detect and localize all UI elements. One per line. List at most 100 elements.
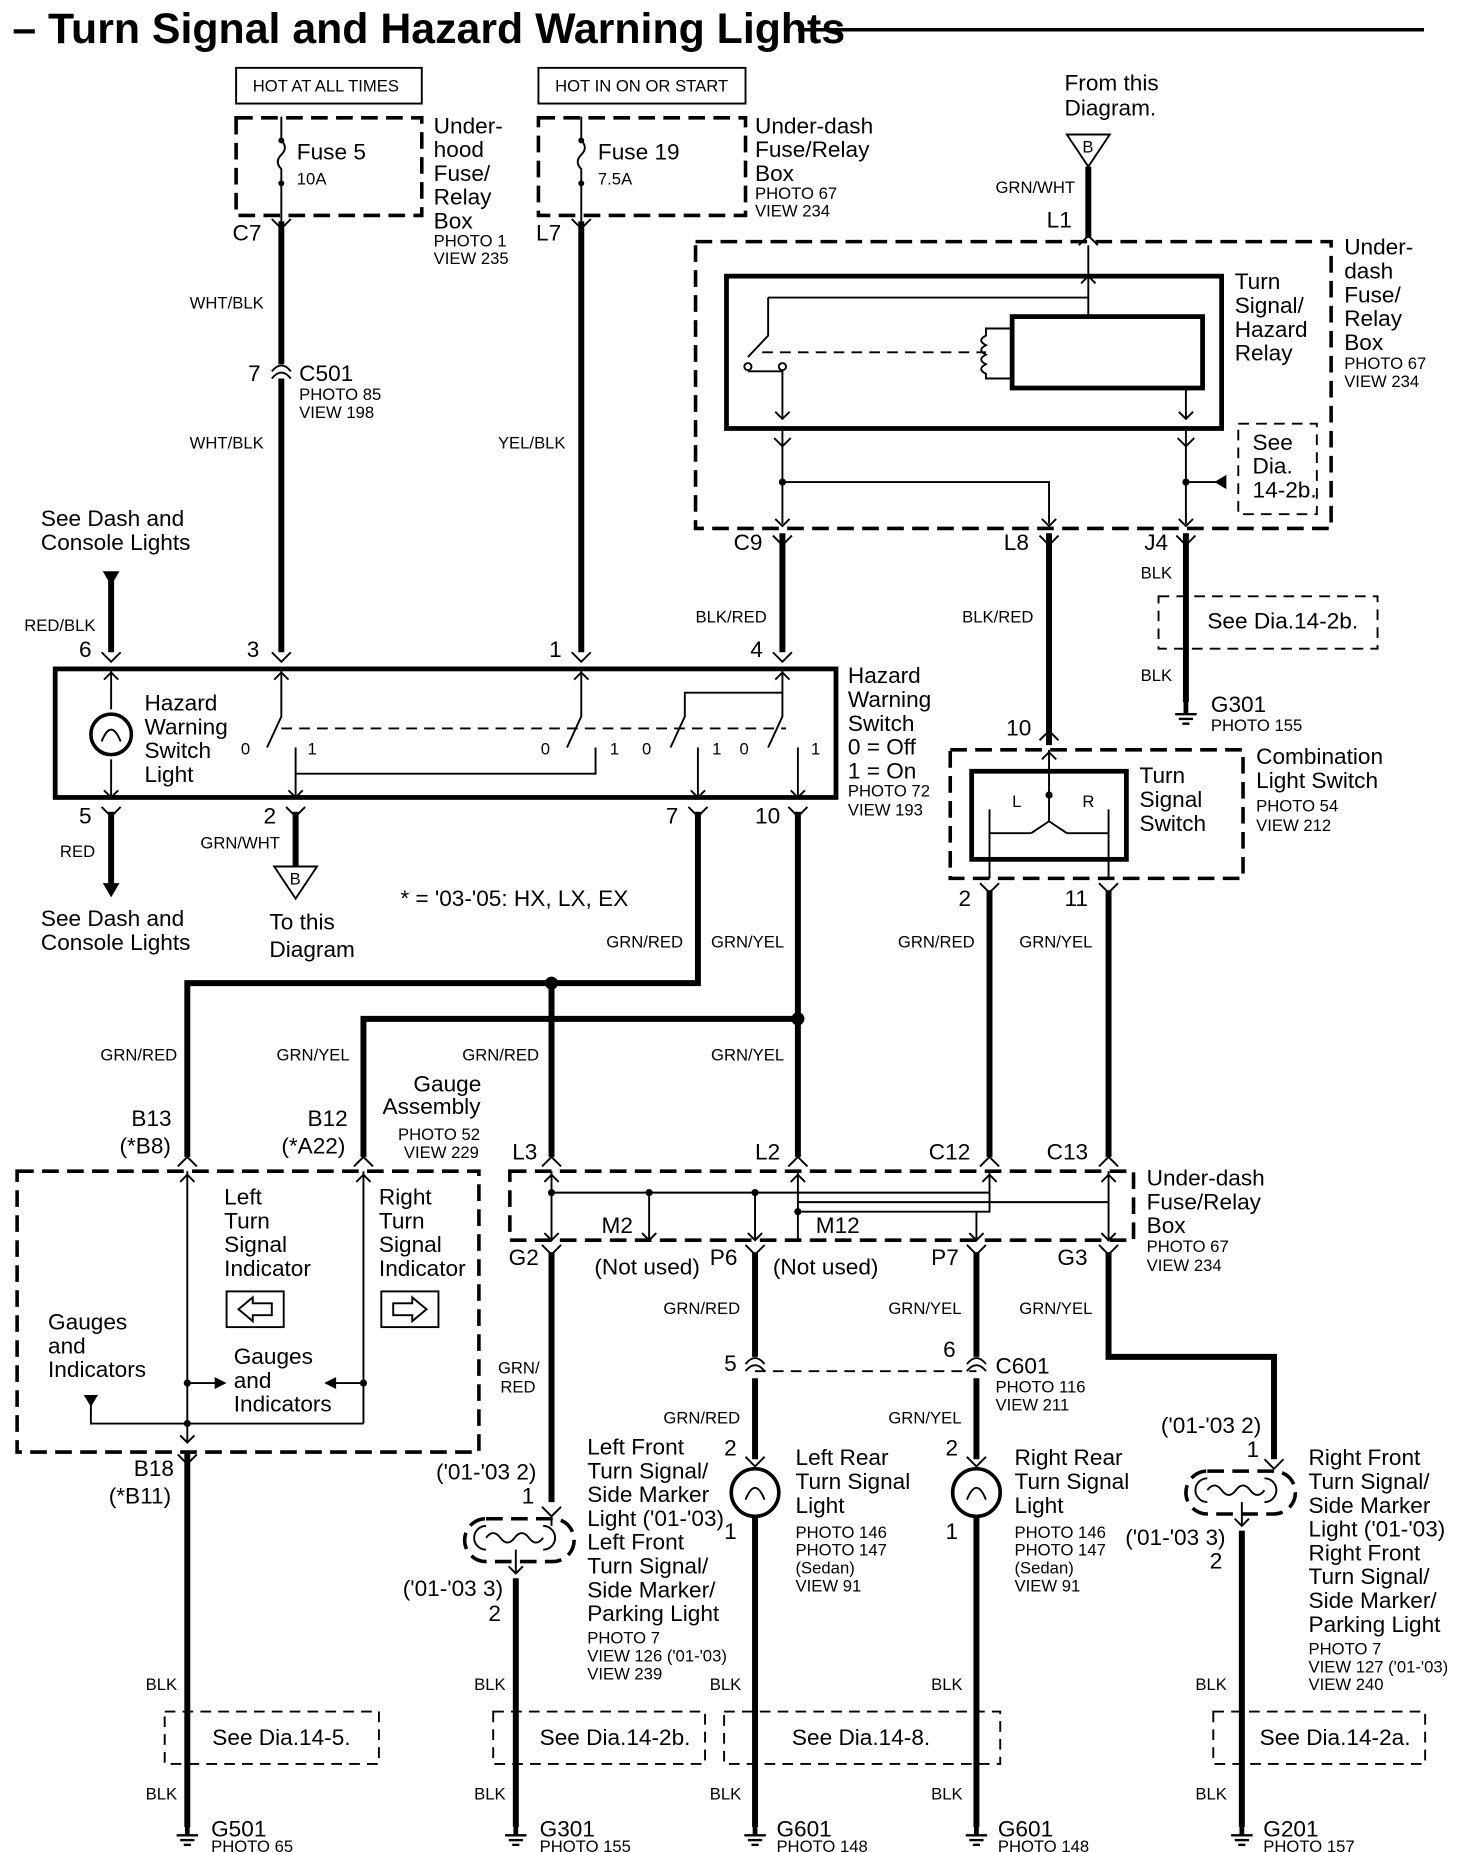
gauge-b12: B12	[308, 1106, 348, 1131]
combo-pin11: 11	[1065, 886, 1088, 911]
uh-box-line1: Under-	[434, 113, 503, 138]
hz-pin3: 3	[247, 637, 260, 662]
relay-label-line3: Hazard	[1235, 317, 1308, 342]
hazard-light-line4: Light	[144, 762, 194, 787]
c601-photo: PHOTO 116	[995, 1378, 1085, 1397]
see-dia-14-2b-relay-box	[1237, 422, 1318, 516]
rf-year2: ('01-'03 3)	[1125, 1525, 1225, 1550]
ud2-name-line2: Fuse/Relay	[1147, 1189, 1262, 1214]
wire-blk-g301-2: BLK	[474, 1785, 505, 1804]
see-dia-14-8: See Dia.14-8.	[792, 1725, 930, 1750]
ud2-not-used-m12: (Not used)	[773, 1255, 879, 1280]
ud2-m12: M12	[816, 1213, 860, 1238]
see-dia-14-2b-bottom-box	[492, 1710, 707, 1765]
ud2-g2: G2	[509, 1245, 539, 1270]
hz-1-a: 1	[308, 740, 317, 759]
ud-box-line1: Under-dash	[755, 113, 873, 138]
left-arrow-box	[225, 1290, 285, 1329]
combo-view: VIEW 212	[1256, 816, 1331, 835]
wire-blk-g301-1: BLK	[474, 1675, 505, 1694]
rf-view1: VIEW 127 ('01-'03)	[1309, 1657, 1449, 1676]
gauges-left-line2: and	[48, 1333, 86, 1358]
g501-photo: PHOTO 65	[211, 1837, 293, 1852]
ud-view: VIEW 234	[755, 202, 830, 221]
g301-top-name: G301	[1211, 692, 1266, 717]
lr-view: VIEW 91	[796, 1576, 862, 1595]
wire-red-blk: RED/BLK	[24, 616, 95, 635]
wire-grn-yel-g3: GRN/YEL	[1019, 1299, 1092, 1318]
gauge-photo: PHOTO 52	[398, 1125, 480, 1144]
combo-switch-line3: Switch	[1139, 811, 1206, 836]
see-dia-14-8-box	[723, 1710, 1002, 1765]
gauge-b18-alt: (*B11)	[109, 1483, 171, 1508]
gauge-b13: B13	[131, 1106, 171, 1131]
fuse19-amps: 7.5A	[598, 169, 633, 188]
c601-name: C601	[995, 1354, 1049, 1379]
dash-lights-top-line2: Console Lights	[41, 530, 191, 555]
ud2-name-line1: Under-dash	[1147, 1165, 1265, 1190]
rf-view2: VIEW 240	[1309, 1675, 1384, 1694]
hz-1-b: 1	[610, 740, 619, 759]
c501-pin: 7	[248, 361, 261, 386]
gauges-left-line3: Indicators	[48, 1357, 146, 1382]
c601-pin5: 5	[724, 1351, 737, 1376]
c501-photo: PHOTO 85	[299, 385, 381, 404]
right-arrow-icon	[392, 1295, 429, 1324]
variant-note: * = '03-'05: HX, LX, EX	[400, 886, 628, 911]
ud-photo: PHOTO 67	[755, 184, 837, 203]
flag-b-from	[1065, 133, 1112, 169]
ud2-l3: L3	[512, 1139, 537, 1164]
see-dia-14-5: See Dia.14-5.	[212, 1725, 350, 1750]
lr-photo2: PHOTO 147	[796, 1541, 887, 1560]
hz-0-d: 0	[740, 740, 749, 759]
wire-grn-red-combo: GRN/RED	[898, 932, 975, 951]
hazard-light-line2: Warning	[144, 714, 227, 739]
dash-lights-bottom-line1: See Dash and	[41, 906, 184, 931]
see-dia-14-2b-top-box	[1157, 595, 1379, 650]
g601a-photo: PHOTO 148	[776, 1837, 867, 1852]
relay-box-line3: Fuse/	[1344, 282, 1401, 307]
see-dia-14-2a: See Dia.14-2a.	[1260, 1725, 1411, 1750]
rf-photo: PHOTO 7	[1309, 1639, 1382, 1658]
uh-box-line5: Box	[434, 209, 474, 234]
ud2-p6: P6	[710, 1245, 738, 1270]
wire-grn-red-p6: GRN/RED	[663, 1299, 740, 1318]
lf-name-6: Turn Signal/	[587, 1553, 709, 1578]
rf-name-2: Turn Signal/	[1309, 1469, 1431, 1494]
wire-grn-red-g2-1: GRN/	[498, 1359, 540, 1378]
hz-1-c: 1	[712, 740, 721, 759]
from-diagram-line2: Diagram.	[1065, 95, 1157, 120]
wire-grn-wht-hz: GRN/WHT	[200, 834, 280, 853]
gauge-view: VIEW 229	[404, 1143, 479, 1162]
relay-coil-body	[1009, 314, 1205, 391]
wire-wht-blk-2: WHT/BLK	[190, 434, 264, 453]
left-ind-line4: Indicator	[224, 1256, 311, 1281]
hazard-switch-box	[52, 666, 839, 800]
rf-pin2: 2	[1210, 1549, 1223, 1574]
relay-label-line4: Relay	[1235, 341, 1293, 366]
lf-view1: VIEW 126 ('01-'03)	[587, 1647, 727, 1666]
rr-name-3: Light	[1015, 1493, 1065, 1518]
hazard-view: VIEW 193	[848, 800, 923, 819]
c501-name: C501	[299, 361, 353, 386]
hz-0-b: 0	[541, 740, 550, 759]
relay-fuse-box	[693, 239, 1333, 531]
hz-1-d: 1	[811, 740, 820, 759]
combo-name-line2: Light Switch	[1256, 768, 1378, 793]
hz-pin1: 1	[549, 637, 562, 662]
relay-see-line2: Dia.	[1253, 454, 1293, 479]
c601-pin6: 6	[943, 1337, 956, 1362]
lf-name-4: Light ('01-'03)	[587, 1506, 724, 1531]
relay-photo: PHOTO 67	[1344, 354, 1426, 373]
wire-grn-red-lr: GRN/RED	[663, 1409, 740, 1428]
rf-pin1: 1	[1247, 1437, 1260, 1462]
underhood-fuse-box	[234, 116, 424, 218]
right-ind-line1: Right	[379, 1185, 432, 1210]
left-arrow-icon	[236, 1295, 273, 1324]
see-dia-14-2b-top: See Dia.14-2b.	[1207, 608, 1358, 633]
lf-year2: ('01-'03 3)	[403, 1576, 503, 1601]
wire-blk-g601b-1: BLK	[931, 1675, 962, 1694]
lr-pin1: 1	[724, 1519, 737, 1544]
ud2-view: VIEW 234	[1147, 1256, 1222, 1275]
